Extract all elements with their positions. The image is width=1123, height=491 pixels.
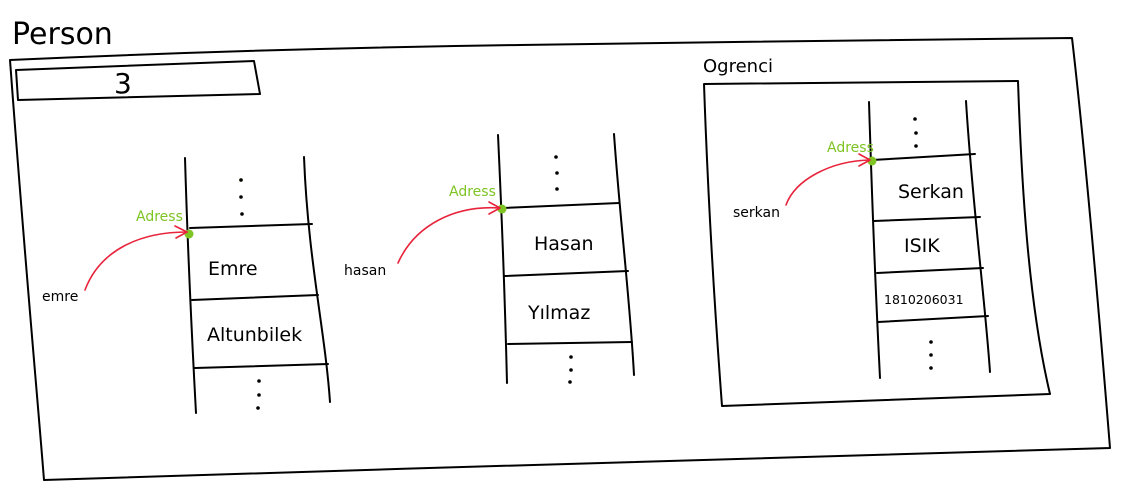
pointer-arrow-hasan <box>397 206 501 264</box>
ogrenci-frame <box>703 80 1051 407</box>
field-student-id-serkan: 1810206031 <box>884 292 964 307</box>
address-label-emre: Adress <box>136 209 183 225</box>
address-dot-hasan <box>497 204 507 214</box>
memory-block-serkan <box>868 100 991 379</box>
pointer-arrow-emre <box>84 231 188 291</box>
field-first-name-hasan: Hasan <box>534 233 594 255</box>
address-label-hasan: Adress <box>449 184 496 200</box>
field-first-name-serkan: Serkan <box>898 181 964 203</box>
field-last-name-serkan: ISIK <box>904 235 940 257</box>
diagram-title: Person <box>12 17 113 52</box>
address-dot-serkan <box>867 156 877 166</box>
variable-emre: emre <box>42 289 78 305</box>
memory-block-emre <box>184 156 331 414</box>
pointer-arrow-serkan <box>785 159 871 206</box>
person-frame <box>9 37 1111 481</box>
counter-value: 3 <box>114 67 132 100</box>
variable-serkan: serkan <box>733 205 780 221</box>
counter-box <box>15 60 261 101</box>
field-first-name-emre: Emre <box>208 258 258 280</box>
field-last-name-emre: Altunbilek <box>207 324 302 346</box>
variable-hasan: hasan <box>344 263 386 279</box>
memory-block-hasan <box>497 133 635 384</box>
field-last-name-hasan: Yılmaz <box>527 302 590 324</box>
address-label-serkan: Adress <box>827 140 874 156</box>
ogrenci-label: Ogrenci <box>703 56 773 77</box>
